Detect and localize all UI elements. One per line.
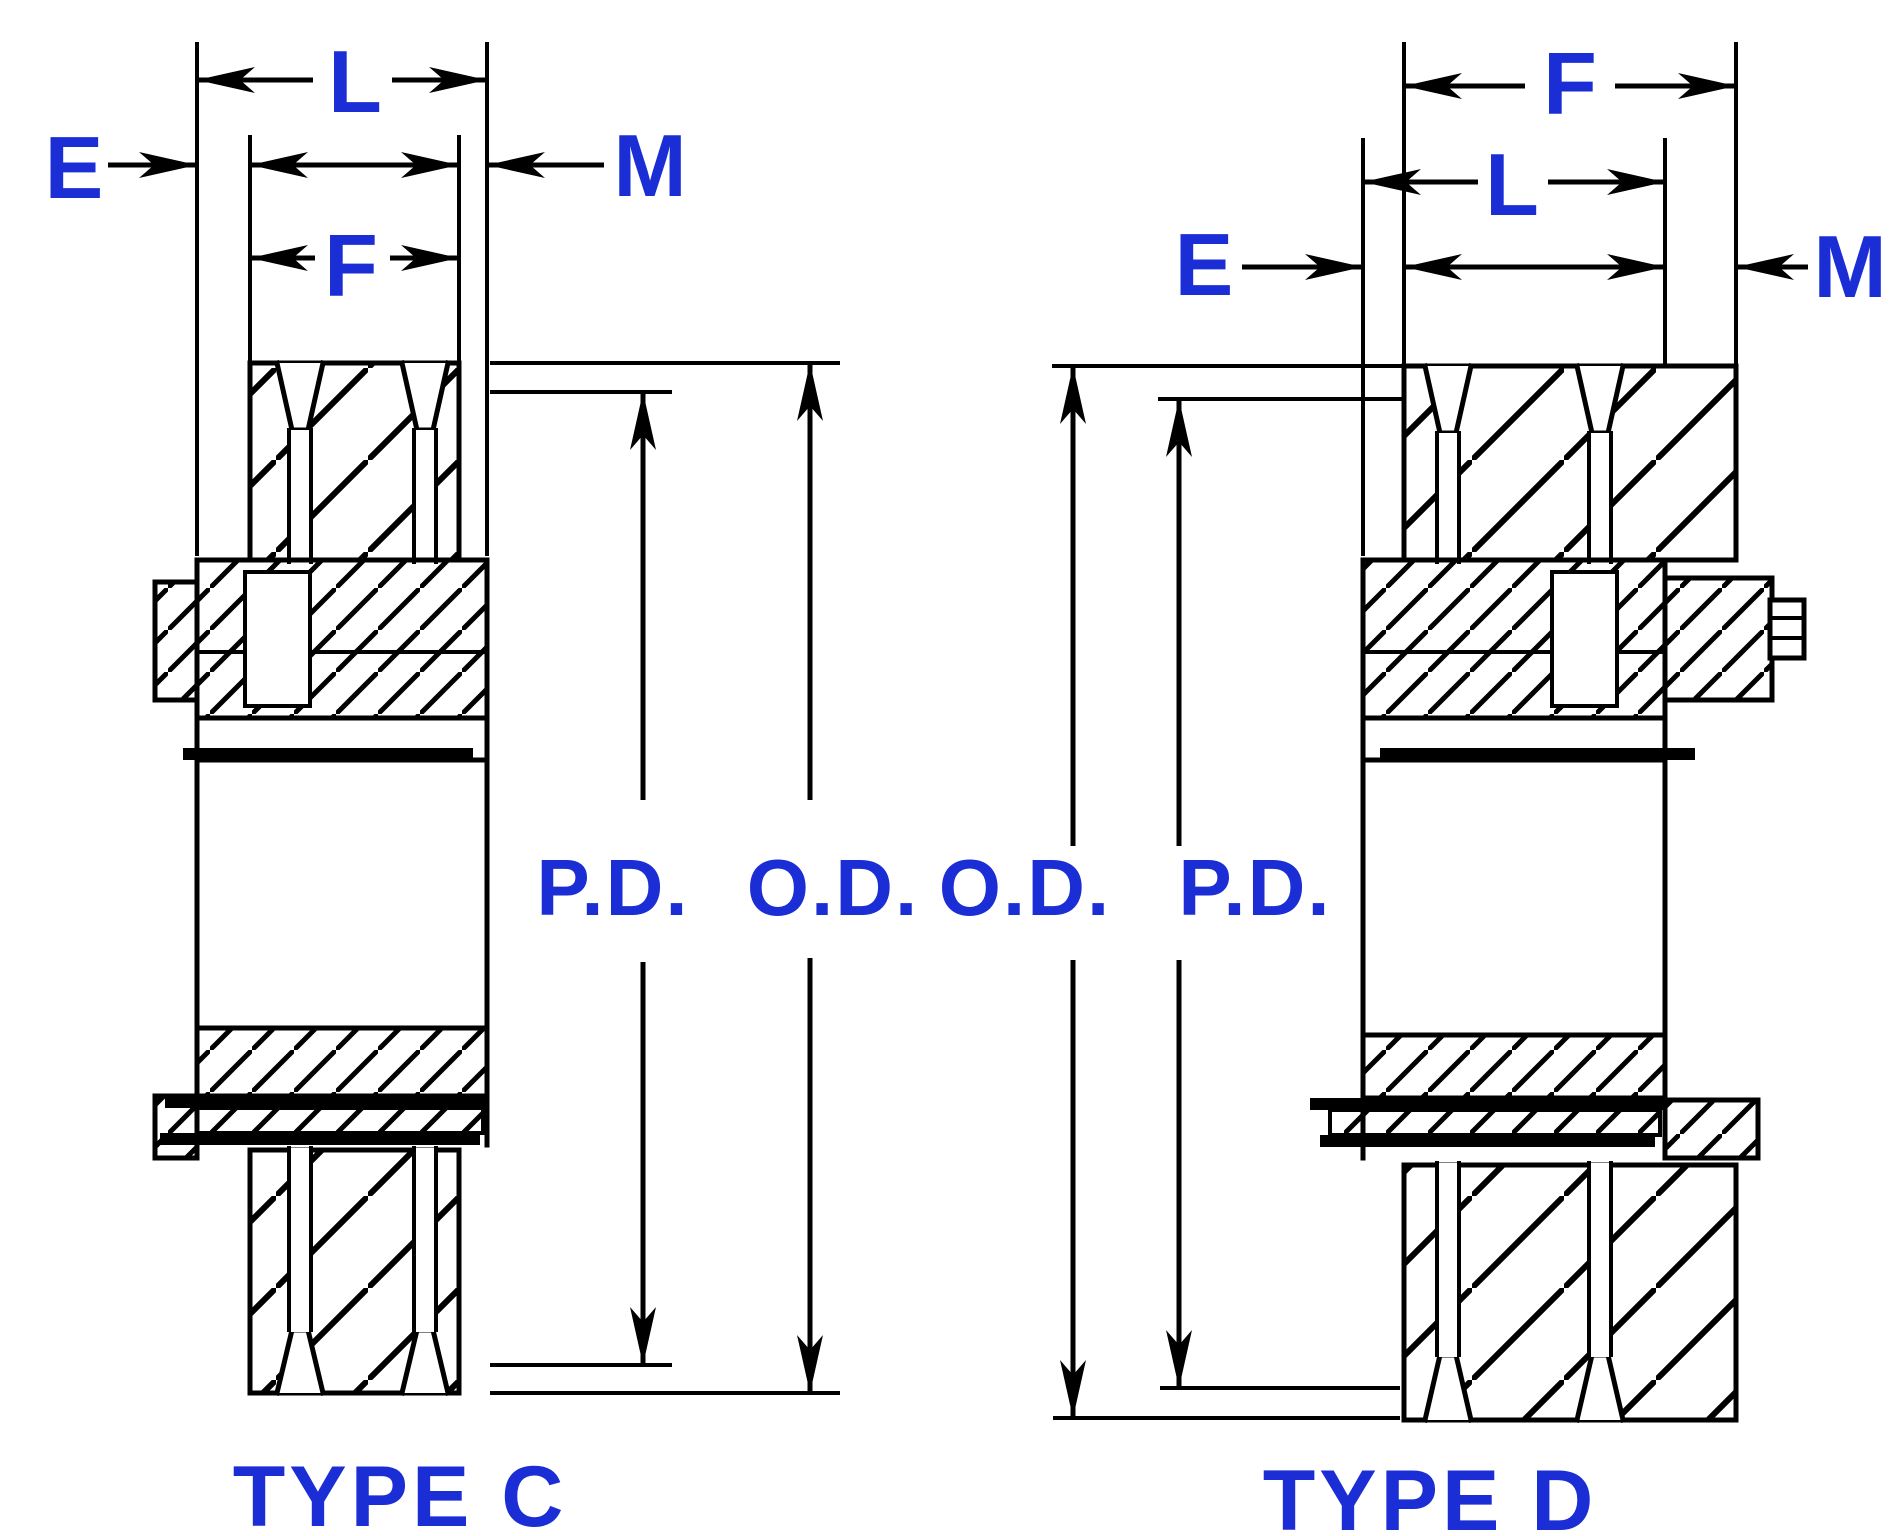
type-d-bore [1360, 757, 1668, 1038]
label-F-type-c: F [324, 216, 378, 315]
arrowhead [401, 152, 459, 178]
label-F-type-d: F [1543, 34, 1597, 133]
type-c-upper-hub [194, 557, 490, 721]
type-d-lower-hub [1360, 1032, 1668, 1101]
arrowhead [1607, 254, 1665, 280]
arrowhead [1404, 73, 1462, 99]
label-M-type-c: M [613, 116, 686, 215]
caption-type-c: TYPE C [233, 1449, 568, 1536]
type-c-top-channel-1 [289, 430, 311, 562]
label-E-type-d: E [1175, 215, 1234, 314]
arrowhead [1305, 254, 1363, 280]
label-L-type-d: L [1485, 135, 1539, 234]
type-d-upper-hub [1360, 557, 1668, 721]
type-c-top-channel-2 [414, 430, 436, 562]
label-OD-type-c: O.D. [747, 843, 919, 932]
label-E-type-c: E [45, 118, 104, 217]
arrowhead [139, 152, 197, 178]
type-c-hub-slot [243, 570, 312, 708]
type-c-flange-left-lower [152, 1093, 200, 1161]
type-d-hub-slot [1550, 570, 1619, 708]
dimension-arrowheads [139, 67, 1794, 1418]
arrowhead [1678, 73, 1736, 99]
arrowhead [630, 392, 656, 450]
label-PD-type-d: P.D. [1178, 843, 1331, 932]
type-d-flange-right-lower [1662, 1097, 1761, 1161]
arrowhead [429, 67, 487, 93]
type-c-split-line [183, 748, 473, 760]
arrowhead [797, 363, 823, 421]
label-OD-type-d: O.D. [939, 843, 1111, 932]
type-c-flange-left [152, 579, 200, 703]
extension-lines [195, 42, 1738, 1420]
arrowhead [1736, 254, 1794, 280]
label-PD-type-c: P.D. [536, 843, 689, 932]
arrowhead [1166, 399, 1192, 457]
type-d-figure [1310, 363, 1807, 1423]
type-d-split-line [1380, 748, 1695, 760]
arrowhead [197, 67, 255, 93]
dimension-labels: L E M F P.D. O.D. TYPE C F L E M O.D. P.… [45, 32, 1887, 1536]
arrowhead [1363, 169, 1421, 195]
label-M-type-d: M [1813, 217, 1886, 316]
type-c-lower-hub [194, 1025, 490, 1099]
arrowhead [1607, 169, 1665, 195]
label-L-type-c: L [328, 32, 382, 131]
arrowhead [250, 152, 308, 178]
arrowhead [797, 1335, 823, 1393]
arrowhead [1404, 254, 1462, 280]
arrowhead [630, 1307, 656, 1365]
caption-type-d: TYPE D [1263, 1453, 1598, 1536]
arrowhead [1060, 1360, 1086, 1418]
type-c-figure [152, 360, 490, 1397]
arrowhead [1060, 366, 1086, 424]
type-d-bolt [1767, 597, 1807, 661]
arrowhead [487, 152, 545, 178]
type-d-flange-right [1662, 575, 1775, 703]
arrowhead [401, 245, 459, 271]
type-c-bore [194, 757, 490, 1031]
arrowhead [1166, 1330, 1192, 1388]
arrowhead [250, 245, 308, 271]
